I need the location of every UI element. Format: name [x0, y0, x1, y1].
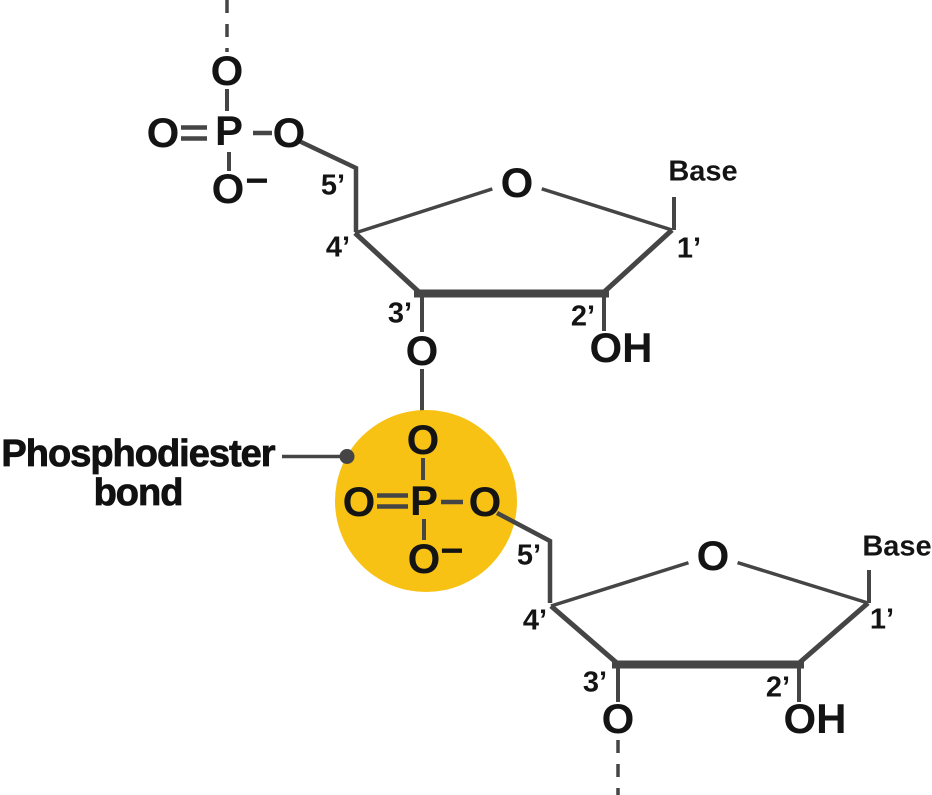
- ring-oxygen-mask-lower: [680, 538, 746, 573]
- upper-phosphate-oxygen-top: O: [210, 47, 244, 94]
- upper-phosphate-oxygen-double: O: [146, 109, 180, 156]
- diester-oxygen-ester: O: [468, 478, 502, 525]
- diester-phosphate-bonds: [377, 458, 553, 603]
- upper-phosphate-phosphorus: P: [214, 107, 244, 154]
- lower-sugar-o3-oxygen: O: [601, 695, 635, 742]
- highlight-circle: [335, 410, 517, 592]
- upper-phosphate-charge: −: [245, 159, 269, 203]
- lower-sugar-c4-label: 4’: [522, 604, 548, 637]
- upper-sugar-ring-oxygen: O: [500, 159, 534, 206]
- upper-sugar-c3-label: 3’: [387, 297, 413, 330]
- upper-sugar-c2-label: 2’: [570, 300, 596, 333]
- upper-sugar-c1-label: 1’: [676, 232, 702, 265]
- annotation-line1: Phosphodiester: [1, 433, 276, 475]
- lower-sugar-c3-label: 3’: [582, 666, 608, 699]
- phosphorus-box: [207, 111, 252, 152]
- diester-oxygen-top: O: [406, 416, 440, 463]
- lower-sugar-ring: [549, 538, 871, 702]
- diester-phosphorus: P: [409, 477, 439, 524]
- lower-sugar-hydroxyl: OH: [783, 695, 847, 742]
- c5-c4-bond-lower: [495, 511, 553, 603]
- upper-sugar-ring: [353, 164, 676, 332]
- upper-phosphate-oxygen-minus: O: [211, 165, 245, 212]
- diester-oxygen-double: O: [342, 478, 376, 525]
- upper-phosphate-oxygen-ester: O: [272, 109, 306, 156]
- diester-charge: −: [440, 529, 464, 573]
- upper-sugar-base-label: Base: [668, 155, 738, 188]
- upper-phosphate-bonds: [181, 89, 359, 232]
- leader-dot: [339, 449, 355, 464]
- upper-sugar-hydroxyl: OH: [589, 324, 653, 371]
- c5-c4-bond-upper: [298, 138, 359, 232]
- diester-oxygen-minus: O: [407, 535, 441, 582]
- annotation-leader: [282, 449, 355, 464]
- upper-sugar-c4-label: 4’: [325, 231, 351, 264]
- ring-oxygen-mask-upper: [484, 164, 550, 200]
- lower-sugar-c1-label: 1’: [869, 603, 895, 636]
- annotation-line2: bond: [93, 472, 184, 514]
- upper-sugar-o3-oxygen: O: [405, 327, 439, 374]
- upper-sugar-c5-label: 5’: [320, 169, 346, 202]
- lower-sugar-base-label: Base: [862, 530, 932, 563]
- lower-sugar-c5-label: 5’: [516, 539, 542, 572]
- lower-sugar-c2-label: 2’: [765, 671, 791, 704]
- lower-sugar-ring-oxygen: O: [696, 532, 730, 579]
